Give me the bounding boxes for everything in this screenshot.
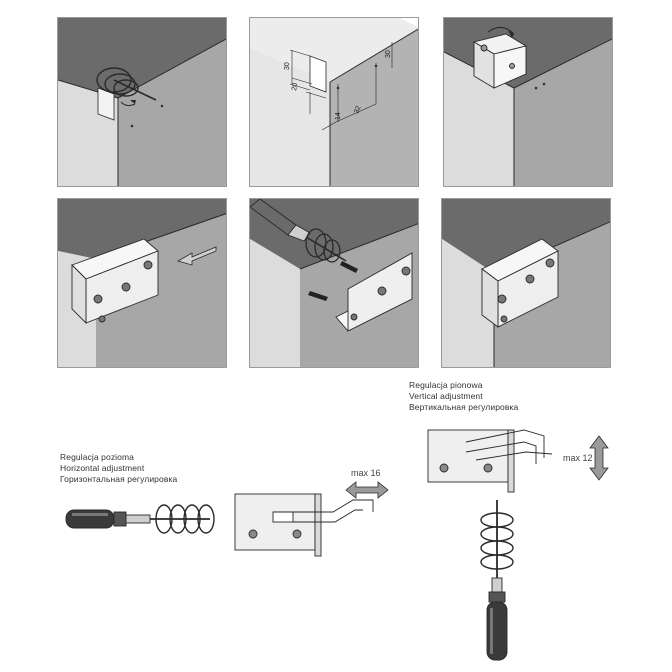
bracket-icon	[481, 238, 559, 328]
step-2-dimensions-panel: 30 30 20 14 32	[249, 17, 419, 187]
dim-30-right: 30	[385, 50, 392, 58]
vertical-label-en: Vertical adjustment	[409, 391, 483, 401]
step-3-bracket-mount-panel	[443, 17, 613, 187]
step-1-illustration	[58, 18, 226, 186]
dim-30-left: 30	[284, 62, 291, 70]
vertical-double-arrow-icon	[589, 435, 609, 481]
horizontal-screwdriver-icon	[65, 504, 215, 534]
vertical-screwdriver-icon	[480, 500, 514, 661]
bracket-icon	[71, 238, 159, 325]
horizontal-bracket-diagram	[234, 493, 374, 557]
screwdriver-icon	[250, 199, 347, 263]
bracket-icon	[472, 33, 528, 89]
drill-bit-icon	[96, 67, 157, 101]
horizontal-label-ru: Горизонтальная регулировка	[60, 474, 178, 484]
horizontal-label-pl: Regulacja pozioma	[60, 452, 134, 462]
dim-32: 32	[353, 105, 362, 115]
vertical-max-label: max 12	[563, 453, 593, 463]
step-5-illustration	[250, 199, 418, 367]
dim-14: 14	[335, 112, 342, 120]
step-3-illustration	[444, 18, 612, 186]
dim-20: 20	[291, 82, 299, 91]
step-5-screw-fixing-panel	[249, 198, 419, 368]
horizontal-double-arrow-icon	[345, 481, 389, 499]
step-4-illustration	[58, 199, 226, 367]
step-6-illustration	[442, 199, 610, 367]
step-6-mounted-panel	[441, 198, 611, 368]
vertical-bracket-diagram	[427, 429, 553, 493]
step-4-slide-in-panel	[57, 198, 227, 368]
vertical-label-ru: Вертикальная регулировка	[409, 402, 519, 412]
vertical-label-pl: Regulacja pionowa	[409, 380, 483, 390]
horizontal-label-en: Horizontal adjustment	[60, 463, 145, 473]
arrow-left-icon	[176, 246, 217, 266]
horizontal-max-label: max 16	[351, 468, 381, 478]
bracket-icon	[335, 252, 413, 332]
step-1-drilling-panel	[57, 17, 227, 187]
step-2-illustration: 30 30 20 14 32	[250, 18, 418, 186]
screw-icon	[308, 261, 358, 301]
